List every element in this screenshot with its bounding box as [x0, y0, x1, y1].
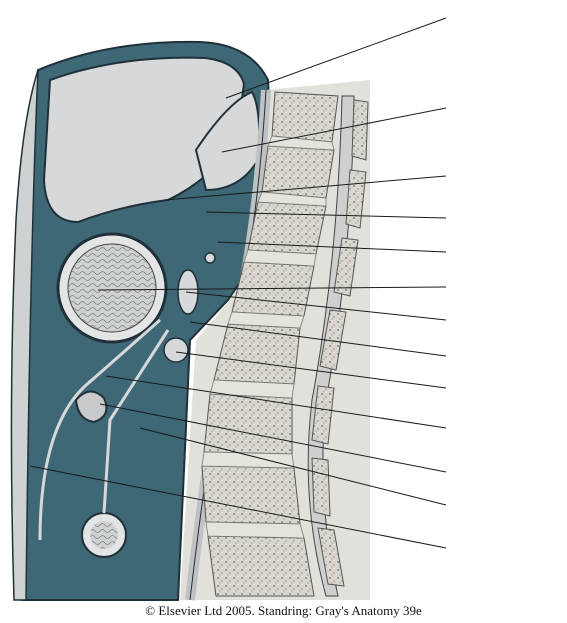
leader-line-3 — [163, 175, 447, 201]
vertebral-column — [201, 91, 339, 597]
intervertebral-discs — [201, 135, 335, 539]
leader-line-1 — [225, 17, 447, 99]
leader-line-13 — [29, 465, 447, 549]
leader-line-10 — [105, 375, 447, 429]
leader-line-5 — [217, 241, 447, 253]
leader-line-11 — [99, 403, 447, 473]
caudate-lobe — [194, 90, 261, 192]
leader-line-4 — [205, 211, 447, 219]
leader-lines — [29, 17, 447, 549]
leader-line-2 — [221, 107, 447, 153]
stomach-lumen — [67, 243, 157, 333]
leader-line-6 — [97, 286, 447, 291]
leader-line-8 — [189, 321, 447, 357]
leader-line-7 — [185, 291, 447, 321]
mesentery — [102, 329, 170, 514]
transverse-colon — [74, 390, 108, 424]
greater-omentum — [38, 318, 161, 541]
anterior-abdominal-wall — [10, 69, 39, 601]
vessel — [204, 252, 216, 264]
leader-line-9 — [175, 351, 447, 389]
duodenum — [163, 337, 189, 363]
small-intestine-lumen — [90, 521, 118, 549]
copyright-caption: © Elsevier Ltd 2005. Standring: Gray's A… — [145, 603, 422, 618]
leader-line-12 — [139, 427, 447, 506]
